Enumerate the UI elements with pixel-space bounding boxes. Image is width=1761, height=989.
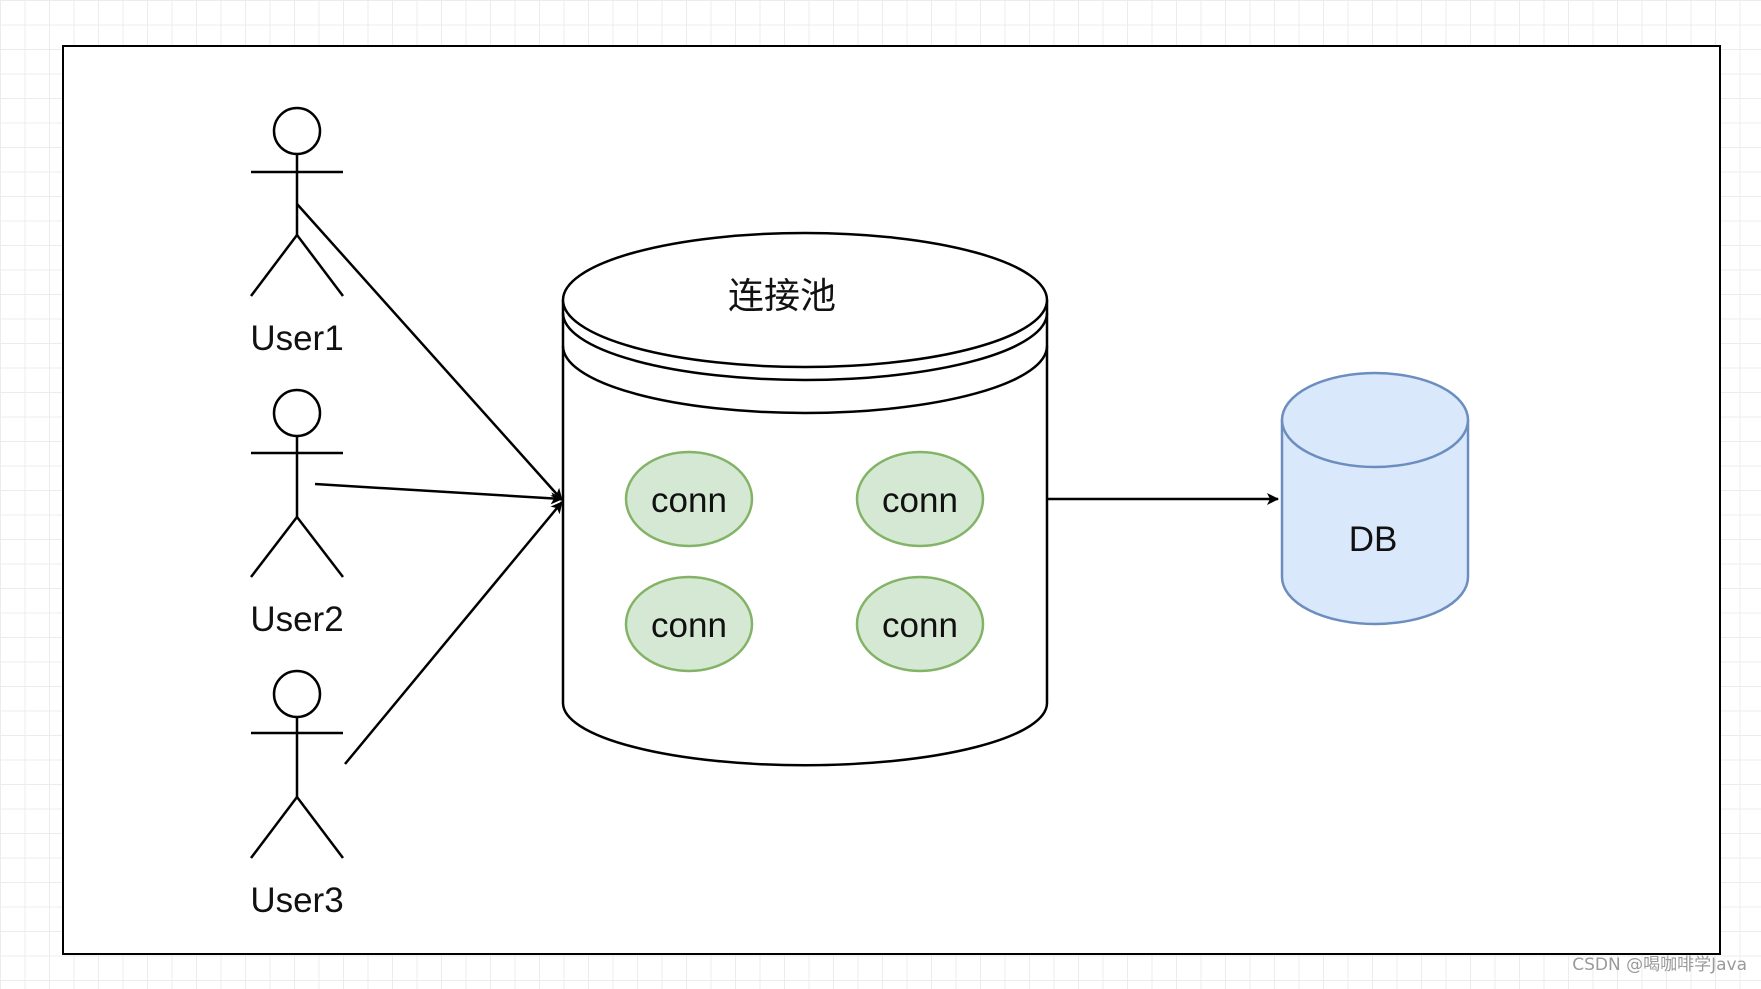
actor-head <box>272 106 322 156</box>
connection-4[interactable]: conn <box>855 575 985 673</box>
connection-shape <box>624 575 754 673</box>
pool-ring-1 <box>561 312 1049 382</box>
connection-label: conn <box>651 606 727 645</box>
connection-2[interactable]: conn <box>855 450 985 548</box>
actor-label-user3: User3 <box>250 881 343 920</box>
actor-user1[interactable] <box>250 106 344 297</box>
edge-user2-to-pool[interactable] <box>314 482 563 505</box>
connection-3[interactable]: conn <box>624 575 754 673</box>
database[interactable] <box>1280 371 1470 626</box>
edge-user1-to-pool[interactable] <box>296 203 563 501</box>
connection-label: conn <box>882 606 958 645</box>
actor-right-leg <box>296 234 344 297</box>
actor-right-leg <box>296 796 344 859</box>
actor-head <box>272 388 322 438</box>
pool-ring-2 <box>561 345 1049 415</box>
actor-left-leg <box>250 516 298 578</box>
pool-body <box>561 300 1049 767</box>
connection-label: conn <box>651 481 727 520</box>
actor-label-user1: User1 <box>250 319 343 358</box>
connection-shape <box>855 450 985 548</box>
connection-shape <box>624 450 754 548</box>
actor-head <box>272 669 322 719</box>
connection-1[interactable]: conn <box>624 450 754 548</box>
watermark: CSDN @喝咖啡学Java <box>1572 955 1747 975</box>
db-top <box>1280 371 1470 469</box>
db-body <box>1280 420 1470 626</box>
actor-left-leg <box>250 234 298 297</box>
actor-right-leg <box>296 516 344 578</box>
actor-user3[interactable] <box>250 669 344 859</box>
actor-label-user2: User2 <box>250 600 343 639</box>
pool-top <box>561 231 1049 369</box>
connection-shape <box>855 575 985 673</box>
edge-user3-to-pool[interactable] <box>344 501 563 765</box>
db-label: DB <box>1349 520 1398 559</box>
connection-label: conn <box>882 481 958 520</box>
actor-left-leg <box>250 796 298 859</box>
pool-title: 连接池 <box>728 275 836 316</box>
actor-user2[interactable] <box>250 388 344 578</box>
